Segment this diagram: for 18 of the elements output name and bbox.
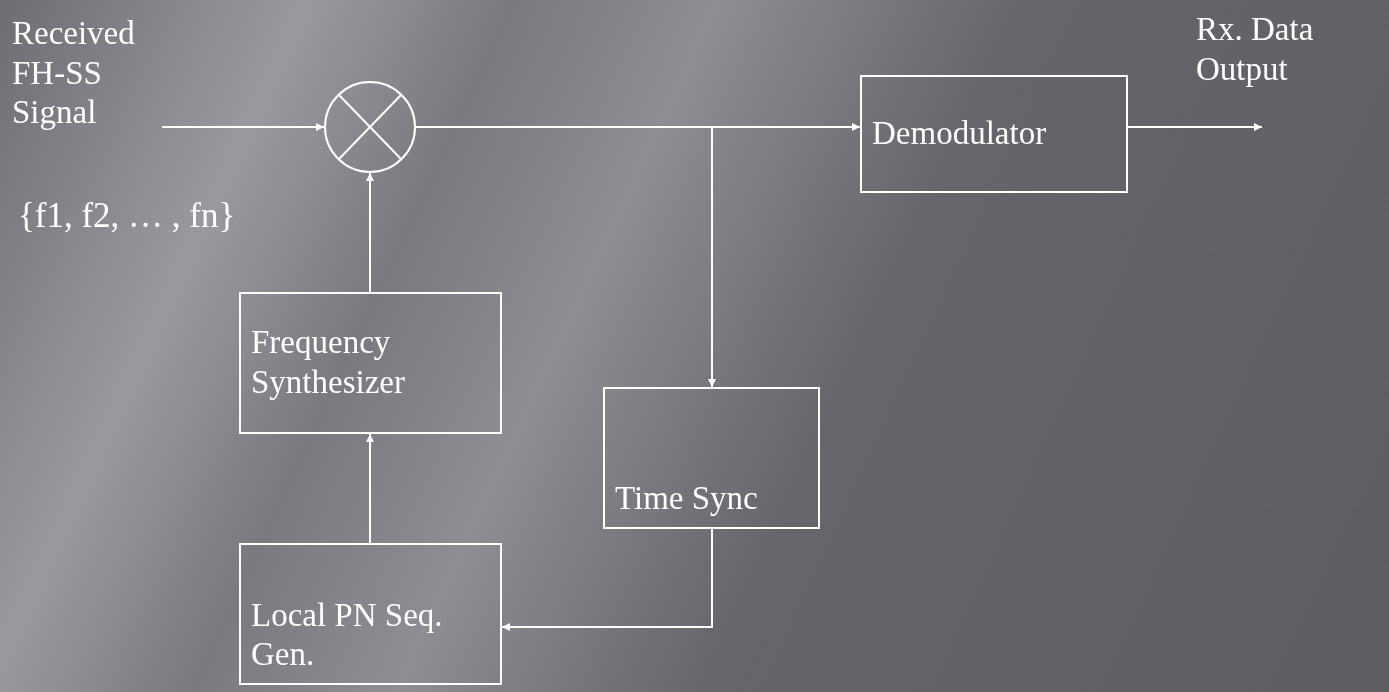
arrow bbox=[415, 126, 716, 388]
mixer-circle bbox=[324, 81, 416, 173]
arrow bbox=[366, 433, 374, 544]
signal-label: Rx. Data Output bbox=[1196, 10, 1376, 127]
arrow bbox=[501, 528, 713, 631]
block-box bbox=[860, 75, 1128, 193]
block-box bbox=[603, 387, 820, 529]
block-box bbox=[239, 543, 502, 685]
block-label: Time Sync bbox=[615, 479, 759, 519]
block-label: Local PN Seq. Gen. bbox=[251, 595, 444, 675]
signal-label: Received FH-SS Signal bbox=[12, 14, 162, 184]
block-label: Demodulator bbox=[872, 114, 1048, 154]
arrow bbox=[161, 123, 325, 131]
arrow bbox=[366, 172, 374, 293]
block-box bbox=[239, 292, 502, 434]
block-label: Frequency Synthesizer bbox=[251, 323, 406, 402]
frequency-set-label: {f1, f2, … , fn} bbox=[18, 196, 236, 236]
arrow bbox=[1127, 123, 1263, 131]
